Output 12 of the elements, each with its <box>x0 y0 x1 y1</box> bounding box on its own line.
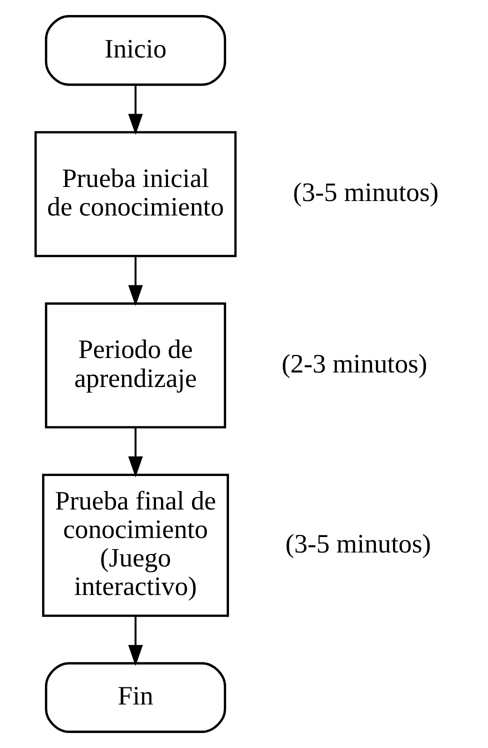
arrow <box>128 427 142 478</box>
arrow <box>128 84 142 135</box>
node-box: Prueba inicial de conocimiento <box>34 131 236 258</box>
node-box: Prueba final de conocimiento (Juego interactivo) <box>42 474 228 617</box>
node-box: Inicio <box>44 15 226 86</box>
node-label: (2-3 minutos) <box>281 348 427 378</box>
node-box: Fin <box>44 662 226 733</box>
node-box: Periodo de aprendizaje <box>44 302 226 428</box>
node-label: (3-5 minutos) <box>292 177 438 208</box>
node-label: (3-5 minutos) <box>284 528 431 558</box>
arrow <box>128 256 142 306</box>
arrow <box>128 616 142 666</box>
